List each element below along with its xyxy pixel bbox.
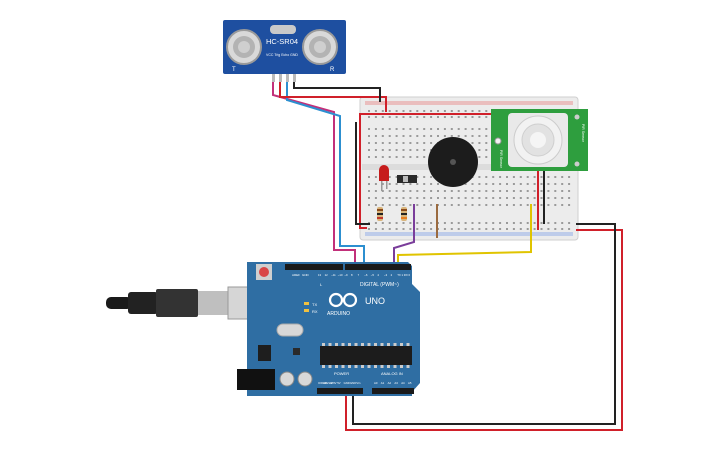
led — [379, 165, 389, 191]
digital-pin-label: 7 — [358, 273, 360, 277]
wire-yellow — [397, 204, 532, 265]
arduino-model-label: UNO — [365, 296, 385, 306]
digital-pin-label: 2 — [391, 273, 393, 277]
wire-purple — [393, 204, 415, 265]
pir-sensor: PIR Sensor PIR Sensor — [491, 109, 588, 171]
power-pin-label: IOREF — [318, 381, 327, 385]
arduino-brand-label: ARDUINO — [327, 311, 350, 317]
tx-label: TX — [312, 302, 317, 307]
buzzer — [428, 137, 478, 187]
digital-pin-label: ~3 — [384, 273, 388, 277]
analog-header-label: ANALOG IN — [381, 371, 403, 376]
digital-pin-label: TX 1 — [397, 273, 403, 277]
digital-pin-label: 4 — [377, 273, 379, 277]
aref-label: AREF — [292, 273, 300, 277]
sensor-pin-labels: VCC Trig Echo GND — [266, 53, 298, 57]
power-pin-label: GND — [350, 381, 356, 385]
power-pin-label: Vin — [356, 381, 360, 385]
power-pin-label: RESET — [324, 381, 334, 385]
resistor-1 — [377, 207, 383, 221]
digital-pin-label: 8 — [351, 273, 353, 277]
sensor-model-label: HC-SR04 — [266, 37, 298, 46]
ic-pins — [322, 343, 410, 368]
wire-black-power — [352, 223, 616, 425]
slide-switch — [397, 175, 417, 183]
power-pin-label: 5V — [337, 381, 341, 385]
wire-black-rail — [355, 122, 370, 225]
analog-pin-label: A1 — [381, 381, 385, 385]
ultrasonic-sensor: HC-SR04 VCC Trig Echo GND T R — [223, 20, 346, 82]
wire-red-power — [345, 229, 623, 431]
analog-pin-label: A5 — [408, 381, 412, 385]
wire-black-top — [293, 82, 381, 102]
gnd-label: GND — [302, 273, 310, 277]
digital-pin-label: ~9 — [344, 273, 348, 277]
rx-label: RX — [312, 309, 318, 314]
pir-label-left: PIR Sensor — [499, 150, 503, 169]
wire-red-pir — [359, 113, 497, 229]
power-header-label: POWER — [334, 371, 349, 376]
sensor-t-mark: T — [232, 67, 236, 73]
power-pin-label: 3.3V — [331, 381, 337, 385]
digital-pin-label: ~5 — [371, 273, 375, 277]
digital-header-label: DIGITAL (PWM~) — [360, 282, 399, 288]
analog-pin-label: A2 — [388, 381, 392, 385]
power-pin-label: GND — [344, 381, 350, 385]
usb-cable — [106, 286, 255, 320]
resistor-2 — [401, 207, 407, 221]
led-l-label: L — [320, 282, 323, 287]
digital-pin-label: ~10 — [338, 273, 343, 277]
digital-pin-label: ~6 — [364, 273, 368, 277]
analog-pin-label: A4 — [401, 381, 405, 385]
wire-magenta — [272, 82, 356, 265]
digital-pin-label: RX 0 — [404, 273, 411, 277]
arduino-logo-icon — [328, 292, 358, 308]
pir-label-right: PIR Sensor — [581, 124, 585, 143]
wires — [272, 82, 623, 431]
digital-pin-label: 12 — [325, 273, 329, 277]
digital-pin-label: 13 — [318, 273, 322, 277]
digital-pin-label: ~11 — [331, 273, 336, 277]
analog-pin-label: A0 — [374, 381, 378, 385]
analog-pin-label: A3 — [394, 381, 398, 385]
sensor-r-mark: R — [330, 67, 335, 73]
wire-red-top — [279, 82, 387, 112]
